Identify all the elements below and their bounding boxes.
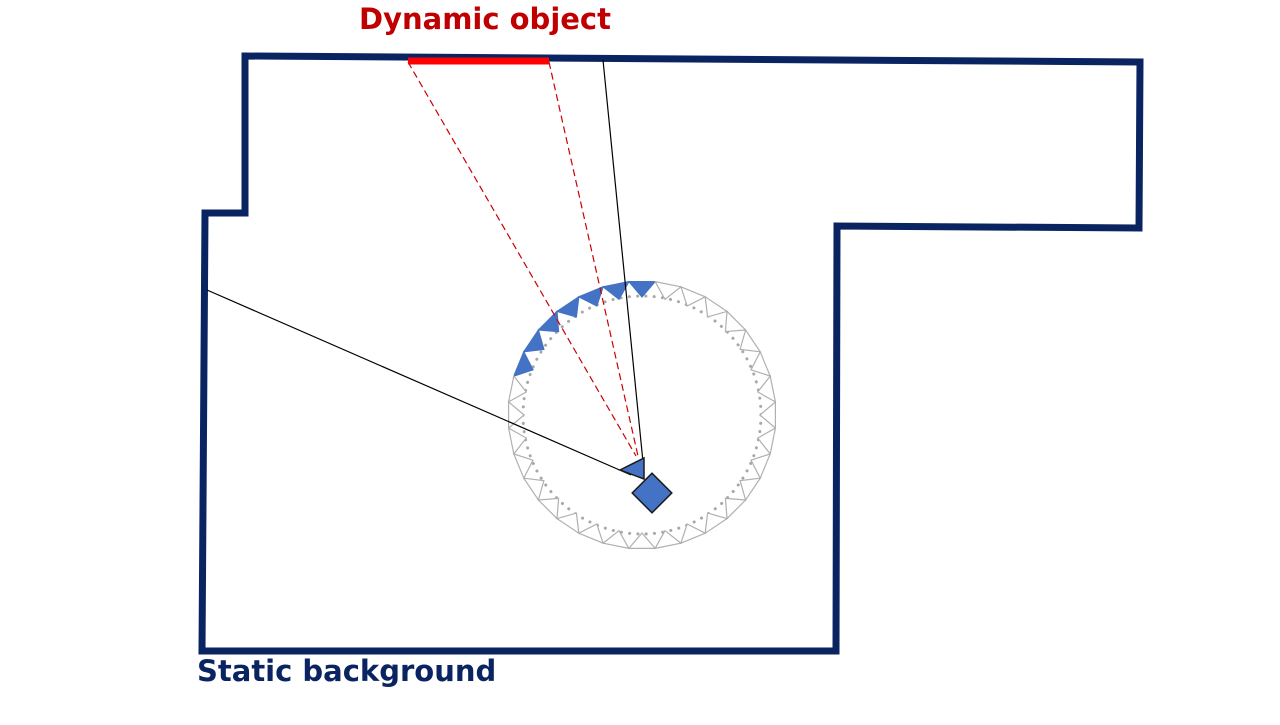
beam-sector-inactive (555, 512, 580, 535)
beam-sector-inactive (627, 532, 657, 550)
beam-sector-inactive (601, 529, 631, 550)
ray-to-dynamic-object-right (548, 61, 639, 457)
beam-sector-inactive (577, 523, 605, 545)
ray-to-dynamic-object-left (407, 61, 637, 457)
beam-sector-inactive (739, 328, 762, 353)
beam-sector-active (627, 281, 657, 298)
beam-sector-inactive (724, 497, 747, 520)
beam-sector-inactive (704, 512, 729, 535)
beam-sector-inactive (724, 310, 747, 333)
ray-to-static-wall-top (602, 59, 644, 463)
beam-sector-inactive (759, 400, 777, 430)
beam-sector-inactive (756, 426, 777, 456)
dynamic-object-label: Dynamic object (359, 2, 611, 36)
beam-sector-active (577, 285, 605, 307)
beam-sector-inactive (653, 280, 683, 301)
static-background-walls (198, 52, 1144, 655)
beam-sector-active (555, 295, 580, 318)
beam-sector-inactive (704, 295, 729, 318)
beam-sector-inactive (750, 350, 772, 378)
beam-sector-inactive (739, 477, 762, 502)
beam-sector-inactive (679, 285, 707, 307)
ray-to-static-wall-left (206, 289, 632, 476)
beam-sector-active (537, 310, 560, 333)
beam-sector-active (601, 280, 631, 301)
beam-sector-inactive (756, 374, 777, 404)
beam-sector-inactive (507, 374, 528, 404)
beam-sector-inactive (508, 400, 525, 430)
beam-sector-inactive (507, 426, 528, 456)
beam-sector-ring (507, 280, 777, 550)
beam-sector-inactive (750, 452, 772, 480)
beam-sector-inactive (679, 523, 707, 545)
beam-sector-active (522, 328, 545, 353)
beam-sector-inactive (512, 452, 534, 480)
beam-sector-active (512, 350, 534, 378)
beam-sector-inactive (537, 497, 560, 520)
sensor-emitter (618, 456, 645, 481)
beam-sector-inactive (522, 477, 545, 502)
sensor-body (631, 472, 673, 514)
beam-sector-inactive (653, 529, 683, 550)
static-background-label: Static background (197, 654, 497, 688)
